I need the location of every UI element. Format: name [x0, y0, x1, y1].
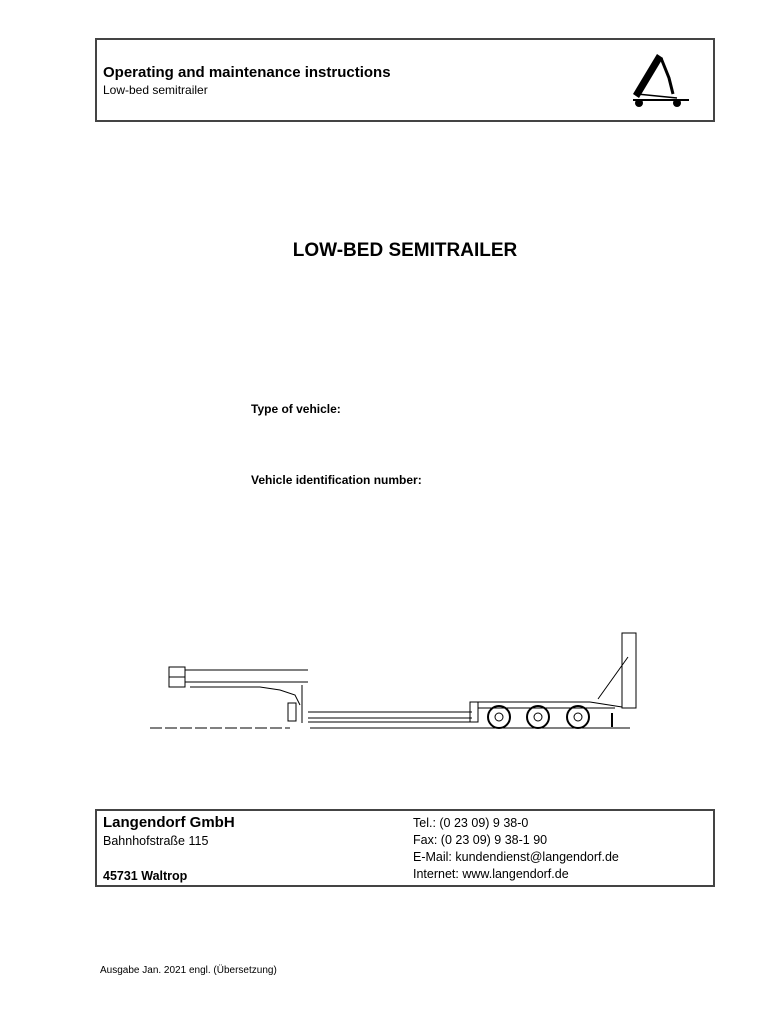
type-of-vehicle-label: Type of vehicle:: [251, 402, 341, 416]
company-internet[interactable]: Internet: www.langendorf.de: [413, 867, 569, 881]
company-name: Langendorf GmbH: [103, 814, 235, 831]
low-bed-trailer-drawing: [150, 632, 637, 729]
company-email[interactable]: E-Mail: kundendienst@langendorf.de: [413, 850, 619, 864]
company-tel: Tel.: (0 23 09) 9 38-0: [413, 816, 529, 830]
edition-note: Ausgabe Jan. 2021 engl. (Übersetzung): [100, 965, 277, 976]
header-title: Operating and maintenance instructions: [103, 64, 391, 81]
company-contact: Tel.: (0 23 09) 9 38-0 Fax: (0 23 09) 9 …: [413, 815, 619, 883]
document-title: LOW-BED SEMITRAILER: [292, 240, 518, 261]
vin-label: Vehicle identification number:: [251, 473, 422, 487]
company-street: Bahnhofstraße 115: [103, 834, 209, 848]
tipper-trailer-logo-icon: [633, 54, 689, 107]
company-city: 45731 Waltrop: [103, 869, 188, 883]
header-subtitle: Low-bed semitrailer: [103, 83, 208, 97]
header-box: Operating and maintenance instructions L…: [95, 38, 715, 122]
company-info-box: Langendorf GmbH Bahnhofstraße 115 45731 …: [95, 809, 715, 887]
company-fax: Fax: (0 23 09) 9 38-1 90: [413, 833, 548, 847]
